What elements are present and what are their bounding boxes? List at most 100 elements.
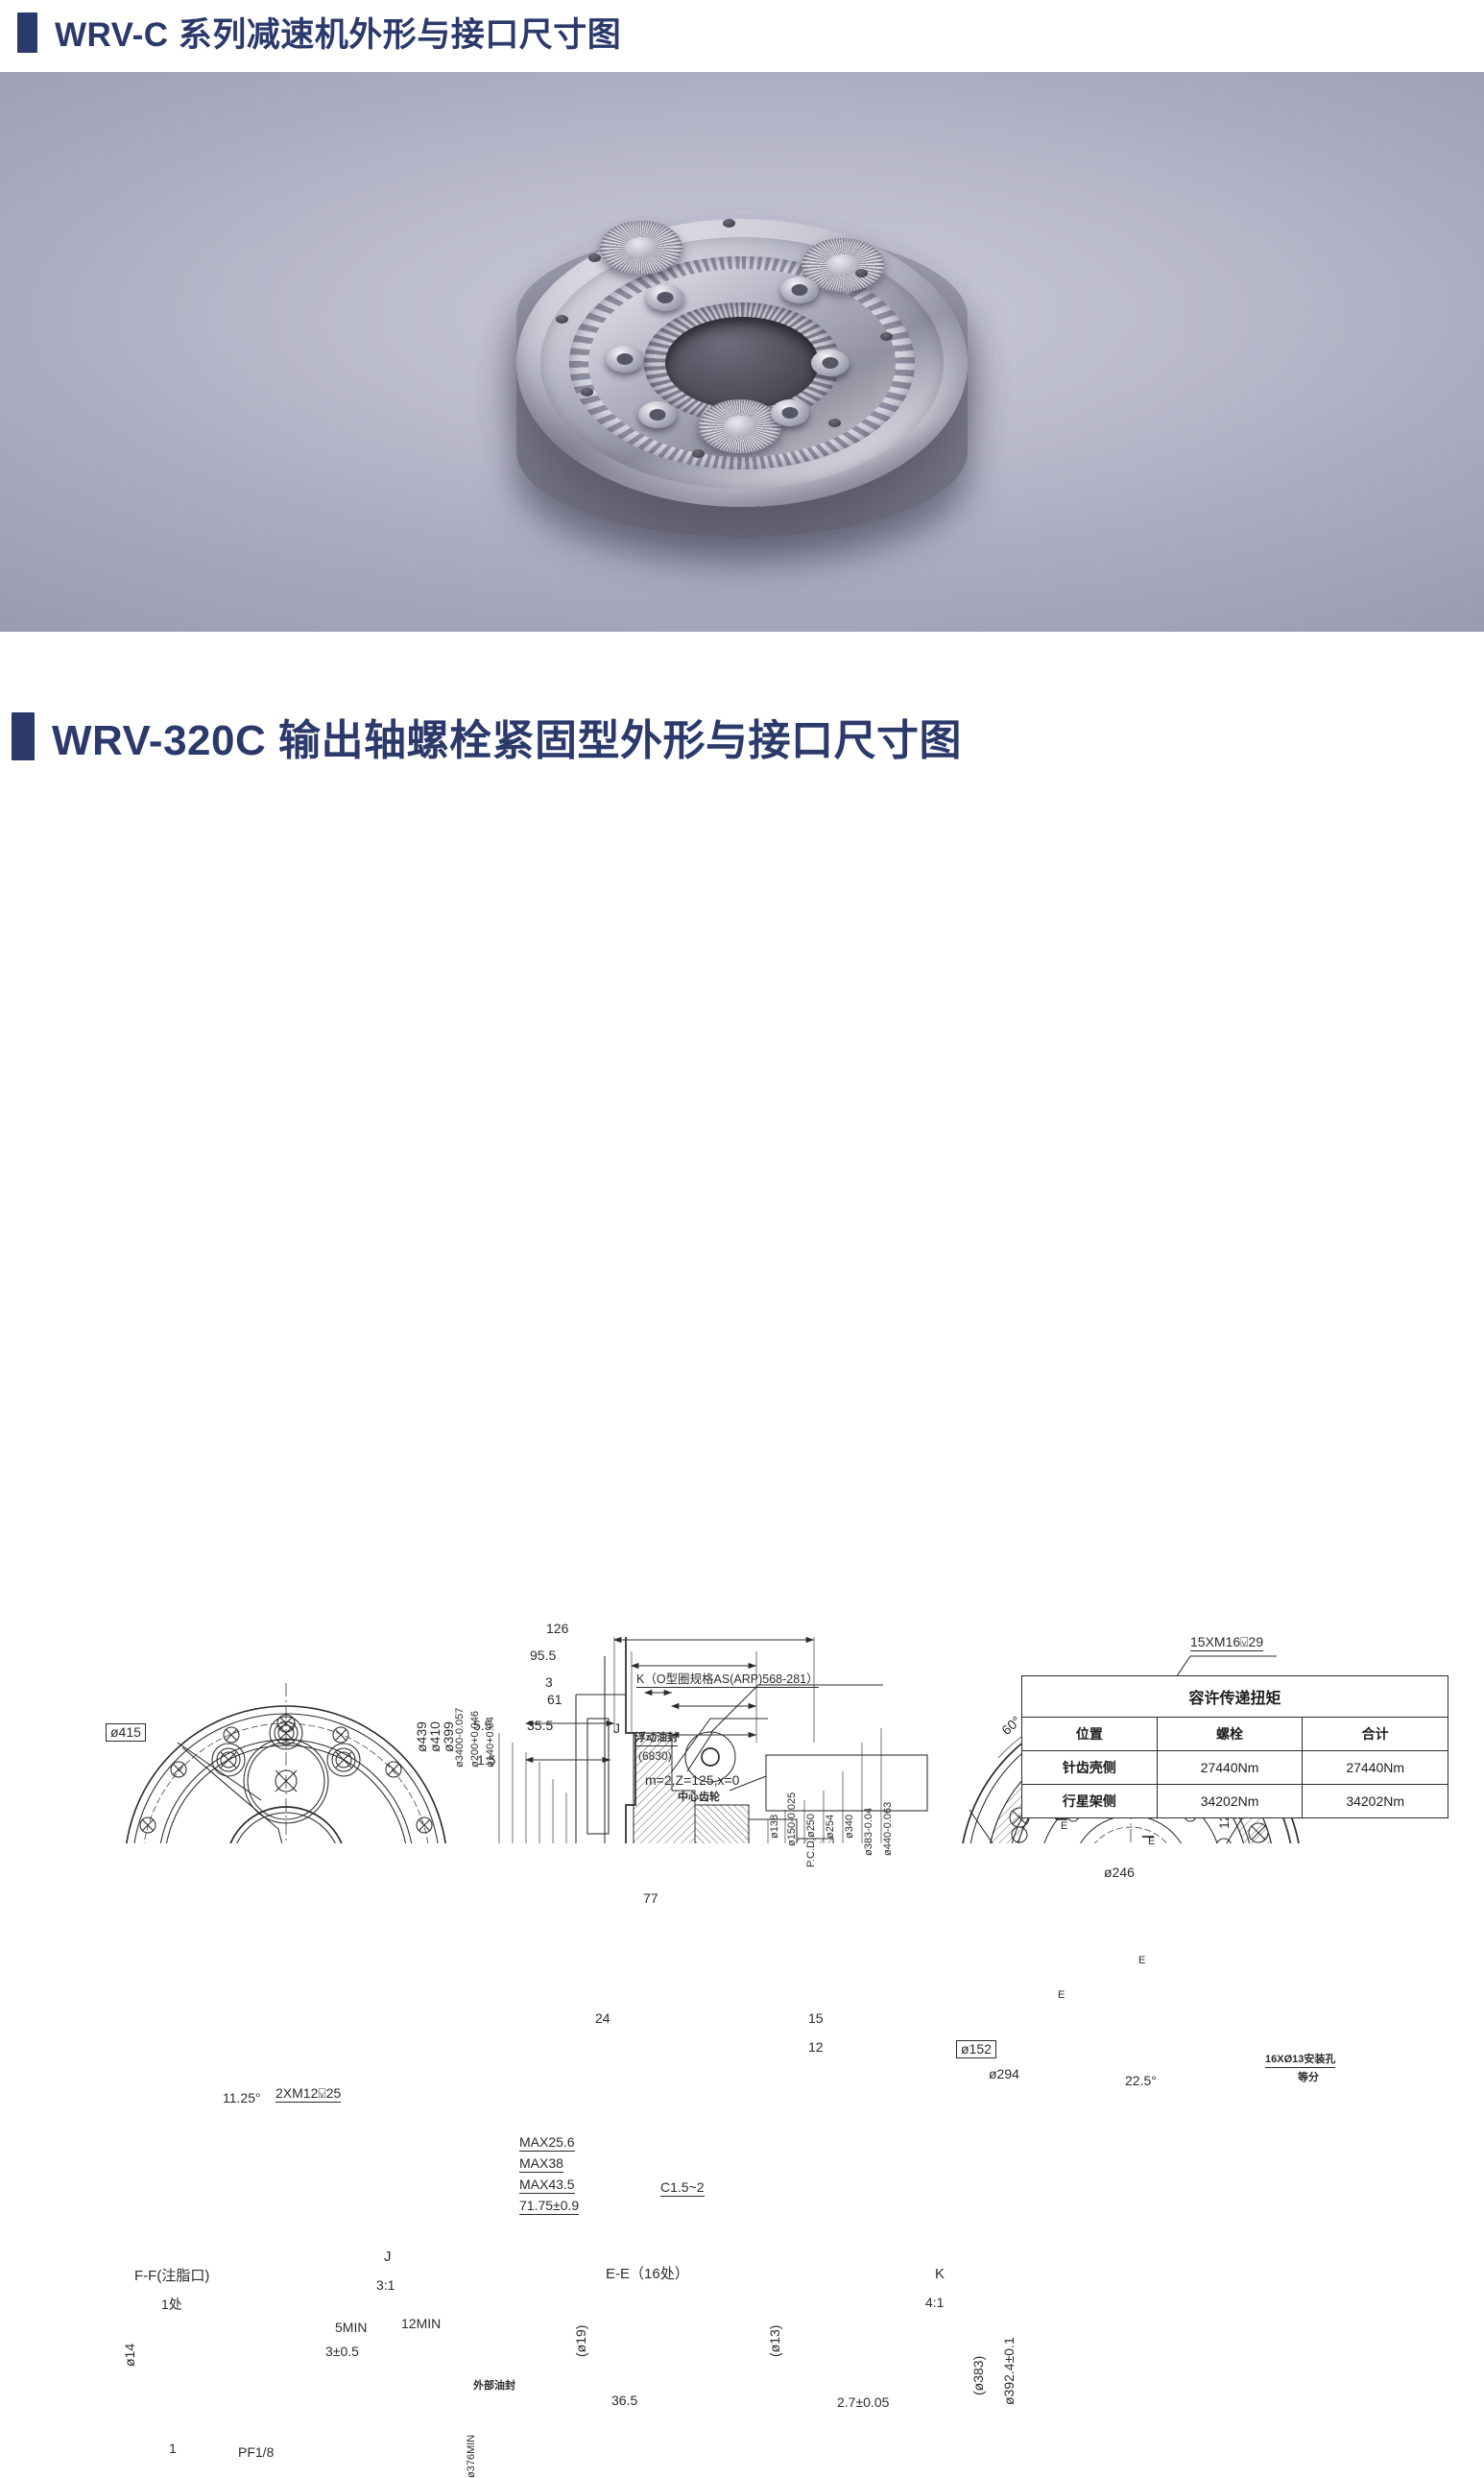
dim-dia-254: ø254 bbox=[825, 1814, 836, 1839]
dim-24: 24 bbox=[595, 2010, 610, 2026]
dim-pcd-250: P.C.D.ø250 bbox=[805, 1813, 817, 1867]
dim-dia-340-main: ø340 bbox=[454, 1743, 466, 1768]
dim-35-5: 35.5 bbox=[527, 1718, 554, 1733]
dim-dia-140-tol-up: +0.04 bbox=[485, 1717, 496, 1744]
label-dia-415: ø415 bbox=[106, 1723, 146, 1742]
detail-k-dia-392-4: ø392.4±0.1 bbox=[1001, 2337, 1017, 2405]
torque-row-1-position: 行星架侧 bbox=[1021, 1784, 1158, 1818]
table-row: 针齿壳侧 27440Nm 27440Nm bbox=[1021, 1750, 1448, 1785]
note-gear-module: m=2,Z=125,x=0 bbox=[645, 1772, 740, 1788]
left-view-geometry bbox=[126, 1683, 446, 1843]
detail-j-dia-376: ø376MIN bbox=[466, 2434, 477, 2478]
mount-hole-7 bbox=[581, 388, 593, 397]
dim-77: 77 bbox=[643, 1890, 658, 1906]
dim-dia-150-tol-dn: -0.025 bbox=[786, 1792, 798, 1822]
dim-dia-340-r: ø340 bbox=[844, 1814, 855, 1839]
dim-dia-440-tol-dn: -0.063 bbox=[882, 1801, 894, 1832]
label-angle-11-25: 11.25° bbox=[223, 2090, 261, 2105]
detail-ee-dia-19: (ø19) bbox=[573, 2324, 588, 2357]
torque-table: 容许传递扭矩 位置 螺栓 合计 针齿壳侧 27440Nm 27440Nm 行星架… bbox=[1021, 1675, 1448, 1818]
detail-ee-title: E-E（16处） bbox=[606, 2266, 689, 2282]
label-dia-152: ø152 bbox=[956, 2040, 996, 2058]
note-k-oring: K（O型圈规格AS(ARP)568-281） bbox=[636, 1672, 819, 1689]
heading-accent-bar-2 bbox=[12, 712, 35, 760]
detail-j-title: J bbox=[384, 2249, 392, 2265]
torque-header-position: 位置 bbox=[1021, 1717, 1158, 1751]
detail-k-title: K bbox=[935, 2266, 945, 2282]
detail-k-scale: 4:1 bbox=[925, 2295, 945, 2310]
dim-71-75: 71.75±0.9 bbox=[519, 2198, 580, 2215]
detail-j-12min: 12MIN bbox=[401, 2316, 442, 2331]
dim-dia-440: ø440-0.063 bbox=[882, 1801, 895, 1856]
dim-3: 3 bbox=[545, 1674, 553, 1690]
detail-ff-subtitle: 1处 bbox=[161, 2297, 182, 2312]
section-view-geometry bbox=[498, 1636, 928, 1843]
heading-accent-bar bbox=[17, 12, 37, 53]
dim-dia-150-main: ø150 bbox=[786, 1821, 798, 1846]
torque-header-total: 合计 bbox=[1302, 1717, 1448, 1751]
torque-table-title: 容许传递扭矩 bbox=[1021, 1675, 1448, 1718]
label-dia-294: ø294 bbox=[989, 2066, 1019, 2081]
torque-row-0-total: 27440Nm bbox=[1302, 1750, 1448, 1785]
dim-max-38: MAX38 bbox=[519, 2155, 563, 2173]
bolt-5 bbox=[638, 401, 677, 429]
section-title-1: WRV-C 系列减速机外形与接口尺寸图 bbox=[55, 16, 622, 54]
detail-j-3pm: 3±0.5 bbox=[325, 2344, 359, 2359]
label-e-marker-2: E bbox=[1148, 1836, 1156, 1847]
section-left-dims bbox=[498, 1733, 567, 1843]
left-planet-bores bbox=[243, 1738, 329, 1824]
detail-k-dia-383: (ø383) bbox=[970, 2355, 986, 2395]
dim-dia-383-tol-dn: -0.04 bbox=[863, 1807, 874, 1832]
torque-header-bolt: 螺栓 bbox=[1156, 1717, 1304, 1751]
dim-chamfer-c1-5: C1.5~2 bbox=[660, 2179, 705, 2197]
label-16x13-hole: 16XØ13安装孔 bbox=[1265, 2054, 1336, 2068]
dim-95-5: 95.5 bbox=[530, 1648, 557, 1663]
dim-dia-383: ø383-0.04 bbox=[863, 1807, 875, 1856]
dim-dia-200: ø200+0.046 bbox=[469, 1710, 482, 1768]
section-heading-2: WRV-320C 输出轴螺栓紧固型外形与接口尺寸图 bbox=[12, 706, 962, 767]
mount-hole-2 bbox=[723, 219, 735, 229]
detail-ff-thread-pf: PF1/8 bbox=[238, 2444, 275, 2460]
dim-dia-340-tol-up: 0 bbox=[454, 1737, 466, 1744]
torque-row-1-bolt: 34202Nm bbox=[1156, 1784, 1304, 1818]
dim-15: 15 bbox=[808, 2010, 824, 2026]
detail-ff-dia-14: ø14 bbox=[122, 2343, 137, 2367]
torque-row-1-total: 34202Nm bbox=[1302, 1784, 1448, 1818]
label-e-marker-4: E bbox=[1058, 1989, 1065, 2001]
detail-k-dim-2-7: 2.7±0.05 bbox=[837, 2394, 890, 2410]
section-right-dims bbox=[767, 1728, 882, 1843]
dim-dia-200-tol-up: +0.046 bbox=[469, 1710, 481, 1744]
rv-reducer-render bbox=[492, 161, 992, 565]
detail-ff-title: F-F(注脂口) bbox=[134, 2268, 210, 2284]
dim-max-43-5: MAX43.5 bbox=[519, 2177, 575, 2194]
note-oil-seal-code: (6830) bbox=[638, 1749, 672, 1763]
table-row: 行星架侧 34202Nm 34202Nm bbox=[1021, 1784, 1448, 1818]
dim-dia-140: ø140+0.04 bbox=[485, 1717, 497, 1768]
dim-dia-140-main: ø140 bbox=[485, 1743, 496, 1768]
dim-12: 12 bbox=[808, 2039, 824, 2055]
section-heading-1: WRV-C 系列减速机外形与接口尺寸图 bbox=[17, 8, 621, 57]
detail-j-5min: 5MIN bbox=[335, 2320, 368, 2335]
mount-hole-6 bbox=[692, 449, 705, 459]
dim-1-5: 1.5 bbox=[477, 1752, 496, 1768]
label-angle-22-5: 22.5° bbox=[1125, 2073, 1157, 2088]
bolt-3 bbox=[811, 349, 850, 377]
torque-row-0-position: 针齿壳侧 bbox=[1021, 1750, 1158, 1785]
section-title-2: WRV-320C 输出轴螺栓紧固型外形与接口尺寸图 bbox=[52, 717, 962, 764]
label-e-marker-1: E bbox=[1061, 1820, 1068, 1832]
label-e-marker-3: E bbox=[1138, 1955, 1146, 1966]
dim-dia-138: ø138 bbox=[769, 1814, 780, 1839]
detail-ff-dim-1: 1 bbox=[169, 2441, 177, 2456]
dim-dia-150: ø150-0.025 bbox=[786, 1792, 799, 1846]
planet-gear-3 bbox=[699, 399, 781, 454]
detail-j-oil-seal: 外部油封 bbox=[473, 2380, 515, 2392]
label-dia-246: ø246 bbox=[1104, 1865, 1135, 1880]
label-15xm16: 15XM16⍌29 bbox=[1190, 1634, 1264, 1651]
dim-dia-440-main: ø440 bbox=[882, 1831, 894, 1856]
dim-dia-340: ø3400-0.057 bbox=[454, 1708, 467, 1768]
detail-ee-dia-13: (ø13) bbox=[767, 2324, 782, 2357]
bolt-4 bbox=[771, 399, 809, 427]
detail-j-scale: 3:1 bbox=[376, 2277, 395, 2293]
mount-hole-3 bbox=[855, 269, 868, 278]
mount-hole-8 bbox=[556, 315, 568, 325]
